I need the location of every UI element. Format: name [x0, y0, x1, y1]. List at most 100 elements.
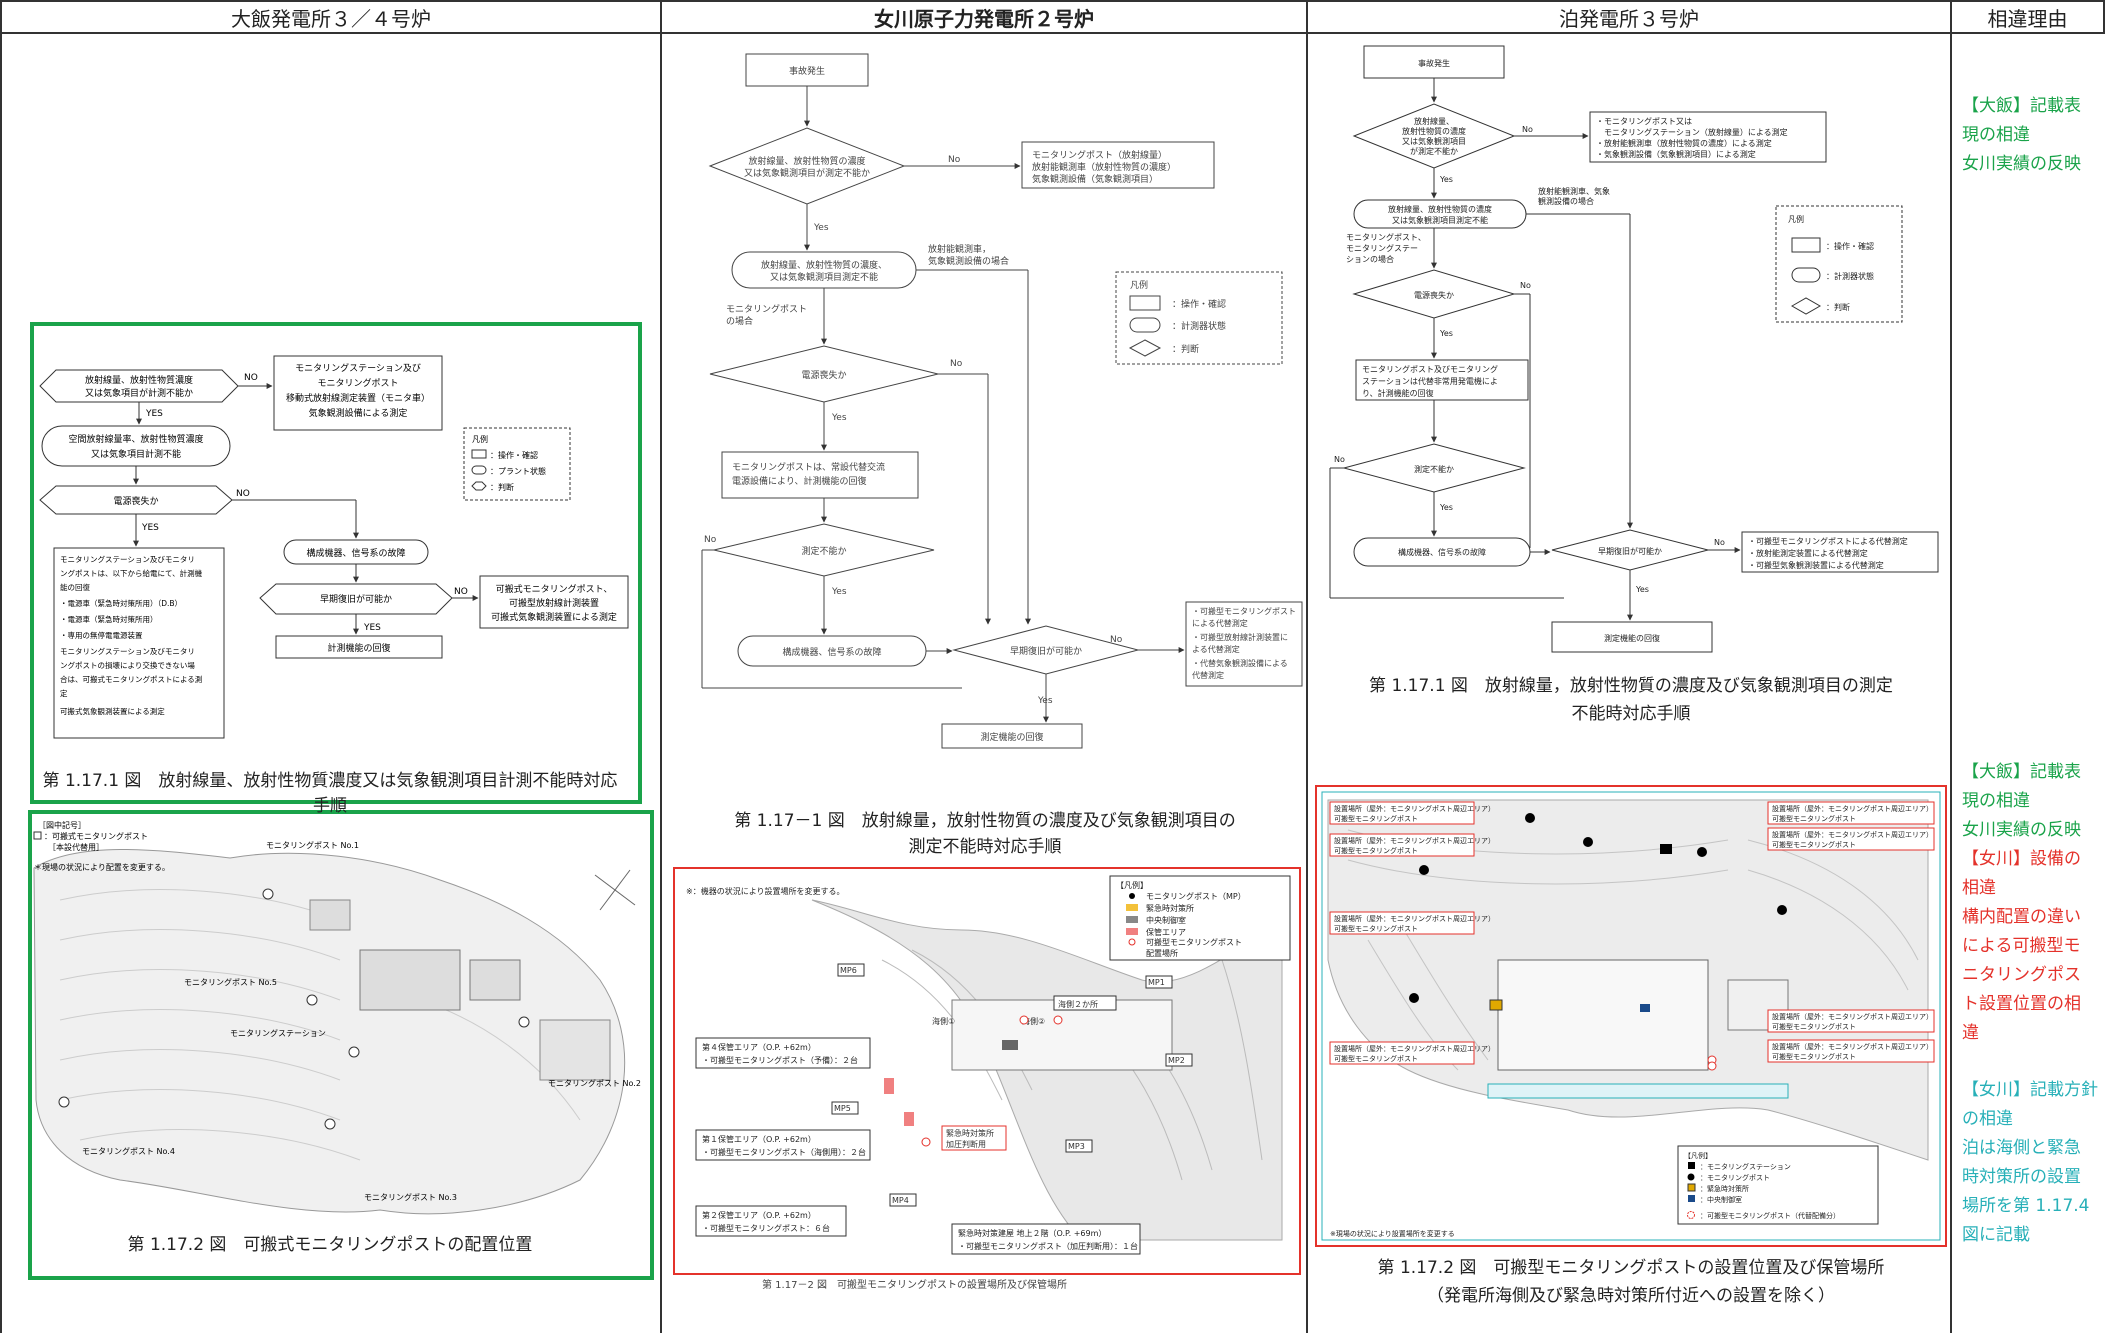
tomari-map-callout: 可搬型モニタリングポスト — [1334, 814, 1418, 823]
tomari-map-inner-frame — [1321, 791, 1941, 1241]
ohi-box-1-text: モニタリングステーション及び — [295, 362, 421, 374]
tomari-box-1-text: ・モニタリングポスト又は — [1596, 116, 1692, 126]
reason-line: 現の相違 — [1962, 125, 2030, 145]
onagawa-legend-mp-icon — [1129, 893, 1135, 899]
onagawa-box-1-text: 放射能観測車（放射性物質の濃度） — [1032, 161, 1176, 173]
tomari-decision-1 — [1352, 103, 1516, 169]
tomari-map-callout: 設置場所（屋外：モニタリングポスト周辺エリア） — [1772, 1012, 1933, 1021]
reason-line: ニタリングポス — [1962, 965, 2081, 985]
onagawa-legend-item: ：操作・確認 — [1172, 298, 1226, 310]
tomari-box-1-text: モニタリングステーション（放射線量）による測定 — [1596, 127, 1788, 137]
svg-text:・専用の無停電電源装置: ・専用の無停電電源装置 — [60, 630, 143, 640]
ohi-map-label: モニタリングステーション — [230, 1028, 326, 1038]
onagawa-decision-2-text: 電源喪失か — [801, 369, 846, 381]
onagawa-map-note: ※：機器の状況により設置場所を変更する。 — [686, 886, 845, 896]
onagawa-legend-eoc-icon — [1126, 904, 1138, 911]
tomari-map-callout: 設置場所（屋外：モニタリングポスト周辺エリア） — [1334, 1044, 1495, 1053]
tomari-map-callout: 可搬型モニタリングポスト — [1772, 1022, 1856, 1031]
ohi-no-label: NO — [244, 373, 258, 383]
tomari-decision-3 — [1342, 443, 1526, 493]
onagawa-map-legend-item: 中央制御室 — [1146, 915, 1186, 925]
ohi-yes-label: YES — [141, 523, 159, 533]
tomari-legend-oval-icon — [1791, 267, 1821, 283]
onagawa-box-1 — [1021, 141, 1215, 189]
onagawa-decision-4-text: 早期復旧が可能か — [1010, 645, 1082, 657]
tomari-box-right — [1741, 531, 1939, 573]
onagawa-map-frame — [673, 867, 1301, 1275]
tomari-decision-2-text: 電源喪失か — [1414, 290, 1454, 300]
reason-line: 現の相違 — [1962, 791, 2030, 811]
tomari-caption-2: 第 1.17.2 図 可搬型モニタリングポストの設置位置及び保管場所 （発電所海… — [1318, 1254, 1944, 1310]
tomari-map-legend-item: ：中央制御室 — [1700, 1195, 1742, 1204]
tomari-map-callout: 設置場所（屋外：モニタリングポスト周辺エリア） — [1334, 804, 1495, 813]
ohi-oval-1-text: 又は気象項目計測不能 — [91, 448, 181, 460]
tomari-caption-2-line: 第 1.17.2 図 可搬型モニタリングポストの設置位置及び保管場所 — [1377, 1258, 1885, 1278]
onagawa-legend-portable-icon — [1128, 938, 1136, 946]
svg-text:・電源車（緊急時対策所用）（D.B）: ・電源車（緊急時対策所用）（D.B） — [60, 598, 182, 608]
onagawa-oval-2-text: 構成機器、信号系の故障 — [782, 646, 881, 658]
ohi-decision-1-text: 放射線量、放射性物質濃度 — [85, 374, 193, 386]
tomari-caption-1-line: 第 1.17.1 図 放射線量，放射性物質の濃度及び気象観測項目の測定 — [1369, 676, 1893, 696]
ohi-yes-label: YES — [363, 623, 381, 633]
tomari-decision-4-text: 早期復旧が可能か — [1598, 546, 1662, 556]
tomari-map-legend-item: ：緊急時対策所 — [1700, 1184, 1749, 1193]
tomari-side-label: ションの場合 — [1346, 254, 1394, 264]
tomari-map-callout: 設置場所（屋外：モニタリングポスト周辺エリア） — [1772, 1042, 1933, 1051]
onagawa-yes-label: Yes — [1037, 696, 1053, 706]
tomari-box-2-text: モニタリングポスト及びモニタリング — [1362, 364, 1498, 374]
onagawa-storage-box: 第２保管エリア（O.P. +62m） — [702, 1210, 816, 1220]
tomari-caption-1-line: 不能時対応手順 — [1571, 704, 1691, 724]
reason-line: 【女川】記載方針 — [1962, 1080, 2098, 1100]
onagawa-box-end — [941, 723, 1083, 749]
ohi-map-label: モニタリングポスト No.2 — [548, 1078, 641, 1088]
onagawa-legend-item: ：計測器状態 — [1172, 320, 1226, 332]
reason-1: 【大飯】記載表 現の相違 女川実績の反映 — [1962, 92, 2081, 179]
ohi-box-1-text: モニタリングポスト — [317, 377, 398, 389]
onagawa-no-label: No — [1110, 635, 1123, 645]
onagawa-legend-item: ：判断 — [1172, 343, 1199, 355]
tomari-site-map: 設置場所（屋外：モニタリングポスト周辺エリア） 可搬型モニタリングポスト 設置場… — [1327, 799, 1935, 1238]
svg-text:定: 定 — [60, 688, 68, 698]
ohi-oval-2-text: 構成機器、信号系の故障 — [306, 547, 405, 559]
svg-text:MP5: MP5 — [834, 1104, 851, 1113]
tomari-decision-1-text: 放射性物質の濃度 — [1402, 126, 1466, 136]
tomari-legend — [1775, 205, 1903, 323]
ohi-box-right-text: 可搬式モニタリングポスト、 — [496, 583, 613, 595]
reason-2c: 【女川】記載方針 の相違 泊は海側と緊急 時対策所の設置 場所を第 1.17.4… — [1962, 1076, 2098, 1250]
onagawa-storage-box: ・可搬型モニタリングポスト（加圧判断用）：１台 — [958, 1241, 1138, 1251]
svg-text:ングポストの損壊により交換できない場: ングポストの損壊により交換できない場 — [60, 660, 195, 670]
onagawa-map-legend-item: 緊急時対策所 — [1146, 903, 1194, 913]
onagawa-decision-1-text: 放射線量、放射性物質の濃度 — [748, 155, 865, 167]
ohi-box-left — [53, 547, 225, 739]
onagawa-caption-1-line: 測定不能時対応手順 — [908, 837, 1062, 857]
ohi-figures: 放射線量、放射性物質濃度 又は気象項目が計測不能か NO モニタリングステーショ… — [28, 322, 654, 1280]
ohi-box-1 — [273, 355, 443, 431]
tomari-legend-eoc-icon — [1687, 1183, 1696, 1192]
header-ohi: 大飯発電所３／４号炉 — [0, 0, 662, 34]
onagawa-storage-box: 第４保管エリア（O.P. +62m） — [702, 1042, 816, 1052]
reason-line: 構内配置の違い — [1962, 907, 2081, 927]
tomari-figures: 事故発生 放射線量、 放射性物質の濃度 又は気象観測項目 が測定不能か No ・… — [1315, 45, 1947, 1247]
ohi-legend-oval-icon — [471, 465, 487, 475]
onagawa-box-right — [1185, 601, 1303, 687]
onagawa-caption-2: 第 1.17－2 図 可搬型モニタリングポストの設置場所及び保管場所 — [762, 1278, 1067, 1291]
ohi-legend-hex-icon — [471, 481, 487, 491]
onagawa-decision-1-text: 又は気象観測項目が測定不能か — [744, 167, 870, 179]
onagawa-legend-oval-icon — [1129, 317, 1161, 333]
ohi-map-label: モニタリングポスト No.3 — [364, 1192, 457, 1202]
tomari-legend-item: ：操作・確認 — [1826, 241, 1874, 251]
ohi-legend-item: ：判断 — [490, 482, 514, 492]
tomari-box-1 — [1589, 111, 1827, 163]
ohi-map-highlight — [28, 810, 654, 1280]
ohi-map-label: モニタリングポスト No.1 — [266, 840, 359, 850]
tomari-side-label: モニタリングポスト、 — [1346, 232, 1426, 242]
tomari-no-label: No — [1714, 538, 1725, 547]
tomari-map-callout: 可搬型モニタリングポスト — [1334, 1054, 1418, 1063]
onagawa-caption-1: 第 1.17－1 図 放射線量，放射性物質の濃度及び気象観測項目の 測定不能時対… — [680, 808, 1290, 860]
ohi-box-end — [275, 635, 443, 659]
svg-text:MP3: MP3 — [1068, 1142, 1085, 1151]
header-tomari: 泊発電所３号炉 — [1308, 0, 1952, 34]
tomari-start-text: 事故発生 — [1418, 58, 1450, 68]
tomari-legend-portable-icon — [1687, 1211, 1695, 1219]
svg-text:緊急時対策所: 緊急時対策所 — [946, 1128, 994, 1138]
